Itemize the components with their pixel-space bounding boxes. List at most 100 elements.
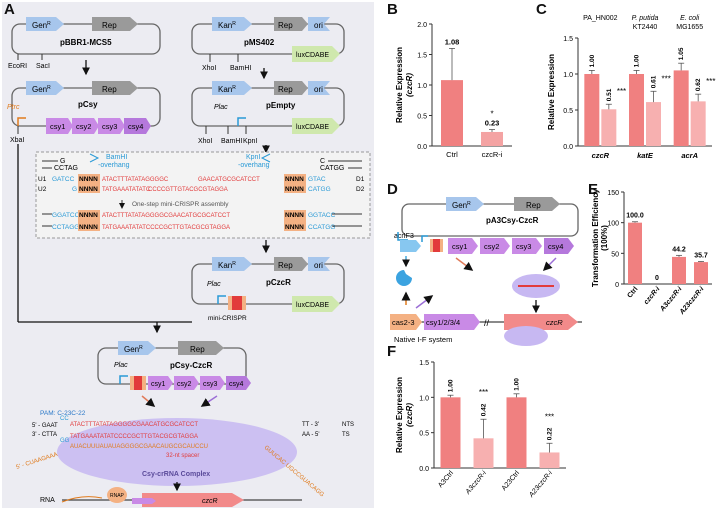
plasmid-pms402: KanR Rep ori pMS402 luxCDABE XhoI BamHI bbox=[191, 17, 345, 72]
y-tick-label: 1.5 bbox=[417, 53, 427, 60]
x-tick-label: Ctrl bbox=[446, 150, 458, 159]
svg-text:XhoI: XhoI bbox=[202, 65, 216, 72]
bar bbox=[629, 74, 644, 146]
panel-f-letter: F bbox=[387, 343, 397, 360]
y-tick-label: 2.0 bbox=[417, 22, 427, 29]
svg-text:pCsy: pCsy bbox=[78, 100, 98, 109]
x-tick-label: czcR-i bbox=[482, 150, 503, 159]
svg-text:NTS: NTS bbox=[342, 422, 354, 428]
data-label: 1.00 bbox=[634, 54, 641, 67]
svg-text:csy1: csy1 bbox=[50, 122, 65, 131]
svg-text:GenR: GenR bbox=[32, 85, 51, 94]
y-tick-label: 1.0 bbox=[563, 72, 573, 79]
svg-text:KanR: KanR bbox=[218, 21, 236, 30]
csy-crrna-complex: PAM: C-23C-22 5' - GAAT CC ATACTTTATATAG… bbox=[16, 410, 354, 499]
bar bbox=[672, 256, 686, 284]
svg-text:czcR: czcR bbox=[202, 498, 218, 505]
data-label: 0.62 bbox=[695, 78, 702, 91]
svg-text:NNNN: NNNN bbox=[79, 176, 98, 183]
significance-mark: *** bbox=[662, 74, 671, 83]
panel-e-letter: E bbox=[588, 181, 599, 198]
y-tick-label: 0.0 bbox=[419, 466, 429, 473]
svg-text:Plac: Plac bbox=[207, 281, 221, 288]
panel-a-cloning-diagram: GenR Rep pBBR1-MCS5 EcoRI SacI KanR Rep … bbox=[7, 17, 371, 507]
bar bbox=[473, 438, 494, 468]
x-tick-label: acrA bbox=[681, 151, 698, 160]
bar bbox=[690, 101, 706, 146]
bar bbox=[506, 397, 527, 468]
svg-text:5' - CUAAGAAA: 5' - CUAAGAAA bbox=[16, 452, 59, 471]
svg-text:U1: U1 bbox=[38, 176, 47, 183]
svg-text:TATGAAATATATC: TATGAAATATATC bbox=[102, 187, 151, 193]
bar bbox=[673, 70, 689, 146]
svg-text:cas2-3: cas2-3 bbox=[392, 318, 415, 327]
data-label: 100.0 bbox=[626, 213, 644, 220]
svg-text:Csy-crRNA Complex: Csy-crRNA Complex bbox=[142, 471, 210, 478]
y-tick-label: 0.0 bbox=[417, 144, 427, 151]
plasmid-name: pA3Csy-CzcR bbox=[486, 216, 539, 225]
svg-text:KpnI: KpnI bbox=[243, 138, 257, 145]
svg-text://: // bbox=[484, 318, 490, 328]
panel-d-diagram: GenR Rep pA3Csy-CzcR acrIF3 csy1 csy2 cs… bbox=[390, 197, 582, 346]
svg-text:csy1/2/3/4: csy1/2/3/4 bbox=[426, 318, 460, 327]
svg-text:NNNN: NNNN bbox=[285, 186, 304, 193]
svg-text:RNAP: RNAP bbox=[110, 493, 125, 499]
svg-text:CCCCGTTGTACGCGTAGGA: CCCCGTTGTACGCGTAGGA bbox=[148, 187, 228, 193]
plasmid-pcsy: GenR Rep pCsy Ptrc csy1 csy2 csy3 csy4 X… bbox=[7, 81, 161, 144]
data-label: 0.22 bbox=[547, 427, 554, 440]
svg-text:GTAC: GTAC bbox=[308, 176, 326, 183]
svg-text:ATACTTTATATAGGGGCGAACATGCGCATC: ATACTTTATATAGGGGCGAACATGCGCATCCT bbox=[102, 213, 230, 219]
y-axis-label: Relative Expression bbox=[547, 54, 556, 130]
y-tick-label: 0.5 bbox=[563, 108, 573, 115]
svg-text:pCzcR: pCzcR bbox=[266, 278, 291, 287]
svg-text:Rep: Rep bbox=[190, 345, 205, 354]
svg-text:NNNN: NNNN bbox=[285, 176, 304, 183]
svg-text:csy4: csy4 bbox=[548, 242, 563, 251]
svg-text:C: C bbox=[320, 158, 325, 165]
svg-text:GGATCC: GGATCC bbox=[52, 212, 80, 219]
data-label: 35.7 bbox=[694, 252, 708, 259]
panel-d-letter: D bbox=[387, 181, 398, 198]
svg-text:csy3: csy3 bbox=[203, 381, 218, 388]
svg-text:NNNN: NNNN bbox=[79, 186, 98, 193]
x-tick-label: A3Ctrl bbox=[437, 469, 455, 489]
svg-text:Rep: Rep bbox=[278, 21, 293, 30]
svg-text:GenR: GenR bbox=[452, 201, 471, 210]
bar bbox=[440, 397, 461, 468]
bar bbox=[694, 262, 708, 284]
svg-text:PAM: C-23C-22: PAM: C-23C-22 bbox=[40, 410, 86, 417]
svg-text:GATCC: GATCC bbox=[52, 176, 75, 183]
svg-text:RNA: RNA bbox=[40, 497, 55, 504]
svg-text:GGTACC: GGTACC bbox=[308, 212, 336, 219]
bar bbox=[628, 222, 642, 284]
svg-text:-overhang: -overhang bbox=[238, 162, 270, 169]
svg-text:TATGAAATATATCCCCGCTTGTACGCGTAG: TATGAAATATATCCCCGCTTGTACGCGTAGGA bbox=[70, 434, 198, 440]
svg-text:pCsy-CzcR: pCsy-CzcR bbox=[170, 361, 212, 370]
svg-text:CC: CC bbox=[60, 416, 69, 422]
svg-text:csy2: csy2 bbox=[76, 122, 91, 131]
svg-text:GenR: GenR bbox=[32, 21, 51, 30]
bar bbox=[646, 102, 661, 146]
bar bbox=[584, 74, 600, 146]
x-tick-label: A23Ctrl bbox=[501, 469, 522, 492]
svg-text:ori: ori bbox=[314, 21, 323, 30]
panel-c-letter: C bbox=[536, 1, 547, 18]
plasmid-pcsy-czcr: GenR Rep pCsy-CzcR Plac csy1 csy2 csy3 c… bbox=[97, 341, 251, 390]
svg-text:Rep: Rep bbox=[102, 21, 117, 30]
svg-text:TT - 3': TT - 3' bbox=[302, 422, 319, 428]
svg-text:csy1: csy1 bbox=[151, 381, 166, 388]
group-subtitle: MG1655 bbox=[676, 24, 703, 31]
y-tick-label: 0.0 bbox=[563, 144, 573, 151]
significance-mark: *** bbox=[617, 87, 626, 96]
svg-text:G: G bbox=[72, 186, 77, 193]
data-label: 0 bbox=[655, 275, 659, 282]
lux-arrow bbox=[292, 46, 340, 62]
panel-b-letter: B bbox=[387, 1, 398, 18]
svg-text:Rep: Rep bbox=[278, 261, 293, 270]
svg-text:CCATGG: CCATGG bbox=[308, 224, 335, 231]
group-title: PA_HN002 bbox=[583, 15, 618, 22]
svg-text:SacI: SacI bbox=[36, 63, 50, 70]
svg-text:ATACTTTATATAGGGGCGAACATGCGCATC: ATACTTTATATAGGGGCGAACATGCGCATCCT bbox=[70, 422, 198, 428]
svg-text:CATGG: CATGG bbox=[308, 186, 331, 193]
svg-text:csy3: csy3 bbox=[102, 122, 117, 131]
